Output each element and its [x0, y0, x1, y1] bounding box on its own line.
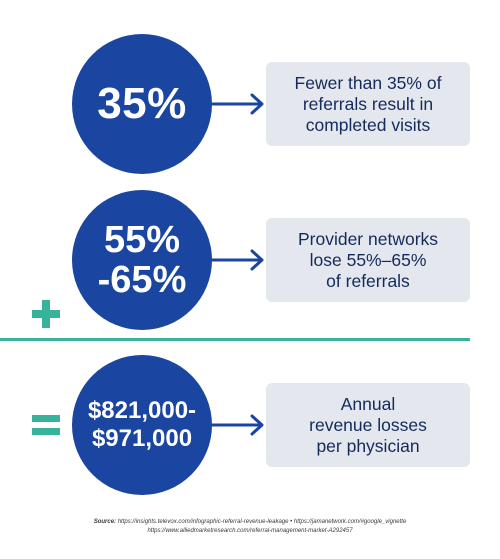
stat-value-line: $971,000 — [91, 425, 193, 452]
stat-description-line: per physician — [316, 435, 420, 456]
plus-icon — [32, 300, 60, 328]
stat-description-line: referrals result in — [302, 93, 434, 114]
arrow-right-icon — [212, 249, 264, 271]
stat-description-box: Provider networks lose 55%–65% of referr… — [266, 218, 470, 302]
stat-row-revenue-losses: $821,000- $971,000 Annual revenue losses… — [0, 355, 500, 495]
source-label: Source: — [93, 519, 117, 525]
stat-description-line: revenue losses — [309, 414, 427, 435]
stat-value-line: 55% — [103, 219, 181, 261]
source-link[interactable]: https://insights.televox.com/infographic… — [117, 519, 407, 525]
stat-description-line: Annual — [340, 393, 396, 414]
stat-description-line: completed visits — [305, 114, 431, 135]
stat-description-box: Annual revenue losses per physician — [266, 383, 470, 467]
equals-icon — [32, 415, 60, 435]
stat-description-line: lose 55%–65% — [309, 249, 427, 270]
source-citation: Source: https://insights.televox.com/inf… — [0, 518, 500, 536]
stat-value: 35% — [97, 79, 187, 128]
stat-circle: 55% -65% — [72, 190, 212, 330]
stat-description-line: Provider networks — [297, 228, 439, 249]
stat-description-line: of referrals — [326, 270, 410, 291]
stat-circle: $821,000- $971,000 — [72, 355, 212, 495]
arrow-right-icon — [212, 93, 264, 115]
stat-value-line: $821,000- — [87, 397, 197, 424]
stat-row-completed-visits: 35% Fewer than 35% of referrals result i… — [0, 34, 500, 174]
stat-description-box: Fewer than 35% of referrals result in co… — [266, 62, 470, 146]
arrow-right-icon — [212, 414, 264, 436]
sum-divider — [0, 338, 470, 341]
stat-description-line: Fewer than 35% of — [294, 72, 442, 93]
source-link[interactable]: https://www.alliedmarketresearch.com/ref… — [147, 528, 353, 534]
stat-value-line: -65% — [97, 259, 187, 301]
stat-circle: 35% — [72, 34, 212, 174]
stat-row-network-loss: 55% -65% Provider networks lose 55%–65% … — [0, 190, 500, 330]
